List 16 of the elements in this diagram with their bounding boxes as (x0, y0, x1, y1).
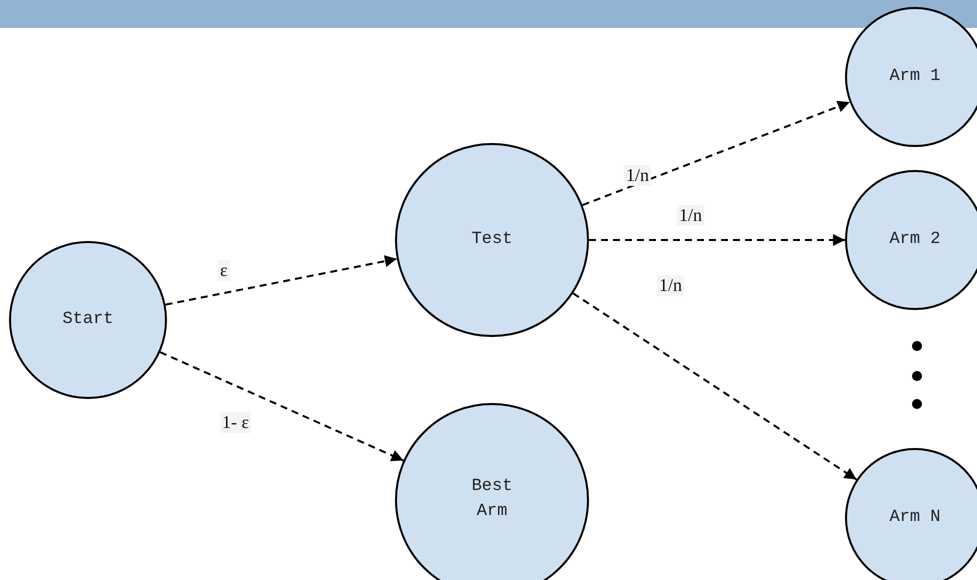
node-label: Arm 2 (888, 228, 942, 251)
arrow (582, 100, 850, 206)
node-label: Arm 1 (888, 66, 942, 88)
arrow (160, 351, 404, 462)
edge-label: 1/n (657, 275, 684, 296)
node-label: Start (61, 308, 114, 331)
arrow (572, 292, 858, 480)
node-label: Test (470, 228, 514, 251)
node-label: Arm N (888, 506, 942, 529)
edge-label: 1- ε (220, 412, 252, 433)
arrow (165, 255, 398, 306)
edge-label: 1/n (677, 205, 704, 226)
arrow (589, 234, 845, 246)
edge-label: 1/n (624, 165, 652, 186)
node-label: Best Arm (470, 476, 514, 523)
edge-label: ε (218, 260, 230, 281)
